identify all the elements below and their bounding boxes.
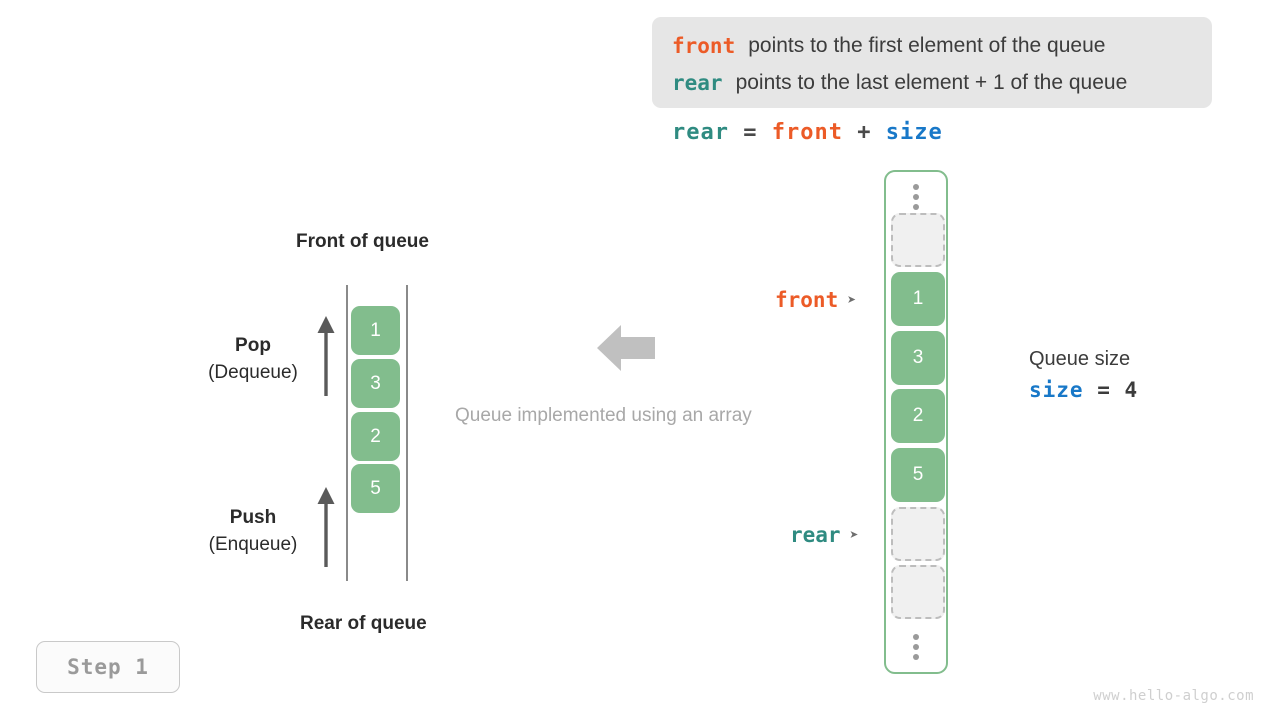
pop-title: Pop bbox=[235, 335, 271, 356]
push-title: Push bbox=[229, 507, 277, 528]
top-ellipsis-icon bbox=[913, 184, 919, 210]
formula-rear-equals-front-plus-size: rear = front + size bbox=[672, 120, 943, 145]
size-equals: = bbox=[1097, 378, 1111, 402]
watermark: www.hello-algo.com bbox=[1093, 688, 1254, 704]
rear-pointer: rear ➤ bbox=[790, 523, 859, 547]
size-variable: size bbox=[1029, 378, 1084, 402]
formula-rhs-size: size bbox=[885, 120, 943, 145]
size-annotation-title: Queue size bbox=[1029, 348, 1131, 370]
array-slot-empty bbox=[891, 507, 945, 561]
legend-keyword-rear: rear bbox=[672, 70, 723, 95]
legend-text-front: points to the first element of the queue bbox=[748, 33, 1106, 57]
legend-line-rear: rear points to the last element + 1 of t… bbox=[672, 64, 1192, 101]
legend-text-rear: points to the last element + 1 of the qu… bbox=[735, 70, 1128, 94]
push-label: Push (Enqueue) bbox=[178, 505, 328, 559]
pop-label: Pop (Dequeue) bbox=[178, 333, 328, 387]
array-column: 1 3 2 5 bbox=[884, 170, 948, 674]
queue-cell: 1 bbox=[351, 306, 400, 355]
legend-line-front: front points to the first element of the… bbox=[672, 27, 1192, 64]
array-slot-filled: 3 bbox=[891, 331, 945, 385]
array-slot-empty bbox=[891, 213, 945, 267]
size-value: 4 bbox=[1124, 378, 1139, 402]
queue-rail-right bbox=[406, 285, 408, 581]
rear-pointer-label: rear bbox=[790, 523, 841, 547]
arrow-right-icon: ➤ bbox=[847, 290, 857, 309]
left-arrow-icon bbox=[597, 325, 655, 371]
queue-cell: 5 bbox=[351, 464, 400, 513]
front-pointer: front ➤ bbox=[775, 288, 856, 312]
push-up-arrow-icon bbox=[317, 487, 335, 567]
array-slot-empty bbox=[891, 565, 945, 619]
pop-subtitle: (Dequeue) bbox=[208, 362, 298, 383]
size-annotation: Queue size size = 4 bbox=[1029, 344, 1138, 406]
queue-rail-left bbox=[346, 285, 348, 581]
array-slot-filled: 1 bbox=[891, 272, 945, 326]
array-slot-filled: 2 bbox=[891, 389, 945, 443]
center-caption: Queue implemented using an array bbox=[455, 405, 752, 426]
queue-cell: 3 bbox=[351, 359, 400, 408]
front-of-queue-label: Front of queue bbox=[296, 231, 429, 252]
array-slot-filled: 5 bbox=[891, 448, 945, 502]
arrow-right-icon: ➤ bbox=[849, 525, 859, 544]
formula-plus: + bbox=[857, 120, 872, 145]
formula-equals: = bbox=[743, 120, 758, 145]
bottom-ellipsis-icon bbox=[913, 634, 919, 660]
pop-up-arrow-icon bbox=[317, 316, 335, 396]
queue-cell: 2 bbox=[351, 412, 400, 461]
step-badge: Step 1 bbox=[36, 641, 180, 693]
formula-rhs-front: front bbox=[771, 120, 843, 145]
legend-keyword-front: front bbox=[672, 33, 736, 58]
size-annotation-expression: size = 4 bbox=[1029, 375, 1138, 406]
legend-box: front points to the first element of the… bbox=[652, 17, 1212, 108]
formula-lhs: rear bbox=[672, 120, 729, 145]
front-pointer-label: front bbox=[775, 288, 839, 312]
push-subtitle: (Enqueue) bbox=[208, 534, 298, 555]
rear-of-queue-label: Rear of queue bbox=[300, 613, 427, 634]
